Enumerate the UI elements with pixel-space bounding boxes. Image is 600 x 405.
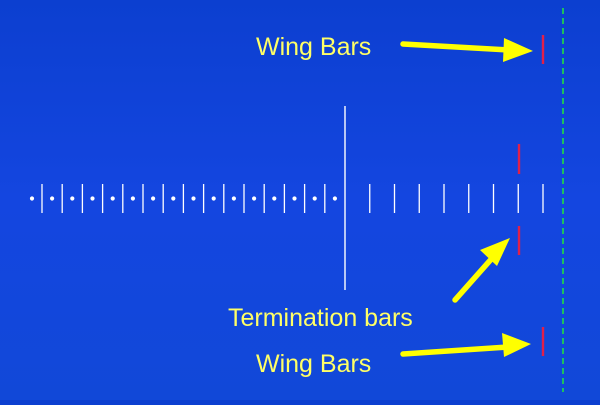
dot-icon [171, 196, 176, 201]
dot-icon [151, 196, 156, 201]
wing-bars-bottom-label: Wing Bars [256, 350, 371, 378]
tick-row [29, 184, 544, 213]
dot-icon [332, 196, 337, 201]
dot-icon [272, 196, 277, 201]
dot-icon [130, 196, 135, 201]
dot-icon [252, 196, 257, 201]
termination-bars-label: Termination bars [228, 304, 413, 332]
dot-icon [191, 196, 196, 201]
arrow-right-icon [400, 333, 531, 357]
dot-icon [29, 196, 35, 201]
dot-icon [90, 196, 95, 201]
dot-icon [50, 196, 55, 201]
dot-icon [211, 196, 216, 201]
arrow-up-right-icon [452, 238, 510, 303]
dot-icon [292, 196, 297, 201]
dot-icon [110, 196, 115, 201]
dot-icon [312, 196, 317, 201]
wing-bars-top-label: Wing Bars [256, 33, 371, 61]
dot-icon [70, 196, 75, 201]
dot-icon [231, 196, 236, 201]
arrow-right-icon [400, 38, 533, 62]
